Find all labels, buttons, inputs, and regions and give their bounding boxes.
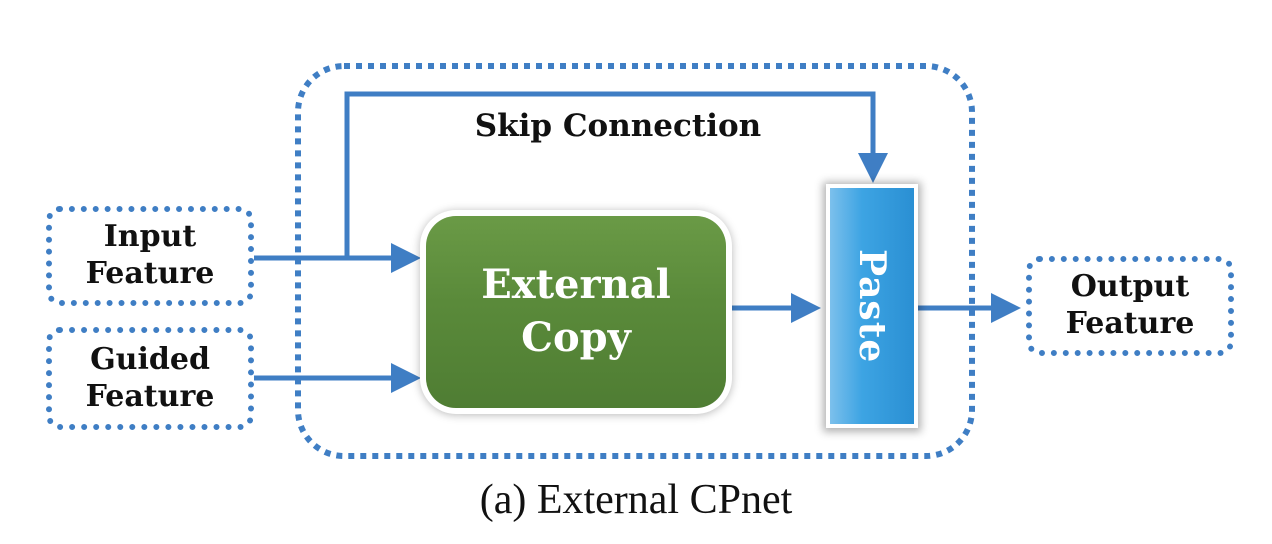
output-feature-line1: Output — [1070, 269, 1190, 305]
external-copy-line2: Copy — [521, 314, 631, 361]
input-feature-line2: Feature — [85, 256, 215, 291]
guided-feature-line2: Feature — [85, 378, 215, 414]
cpnet-container — [295, 63, 975, 459]
paste-node: Paste — [826, 184, 918, 428]
external-copy-node: External Copy — [426, 216, 726, 408]
input-feature-line1: Input — [103, 219, 197, 255]
arrow-skip-connection — [344, 91, 888, 258]
guided-feature-node: Guided Feature — [46, 327, 254, 430]
output-feature-node: Output Feature — [1026, 256, 1234, 356]
output-feature-line2: Feature — [1065, 306, 1195, 341]
guided-feature-line1: Guided — [90, 341, 210, 377]
external-copy-line1: External — [481, 261, 671, 309]
skip-connection-label: Skip Connection — [474, 108, 762, 144]
input-feature-node: Input Feature — [46, 206, 254, 306]
figure-caption: (a) External CPnet — [479, 477, 793, 523]
paste-label: Paste — [851, 248, 893, 364]
